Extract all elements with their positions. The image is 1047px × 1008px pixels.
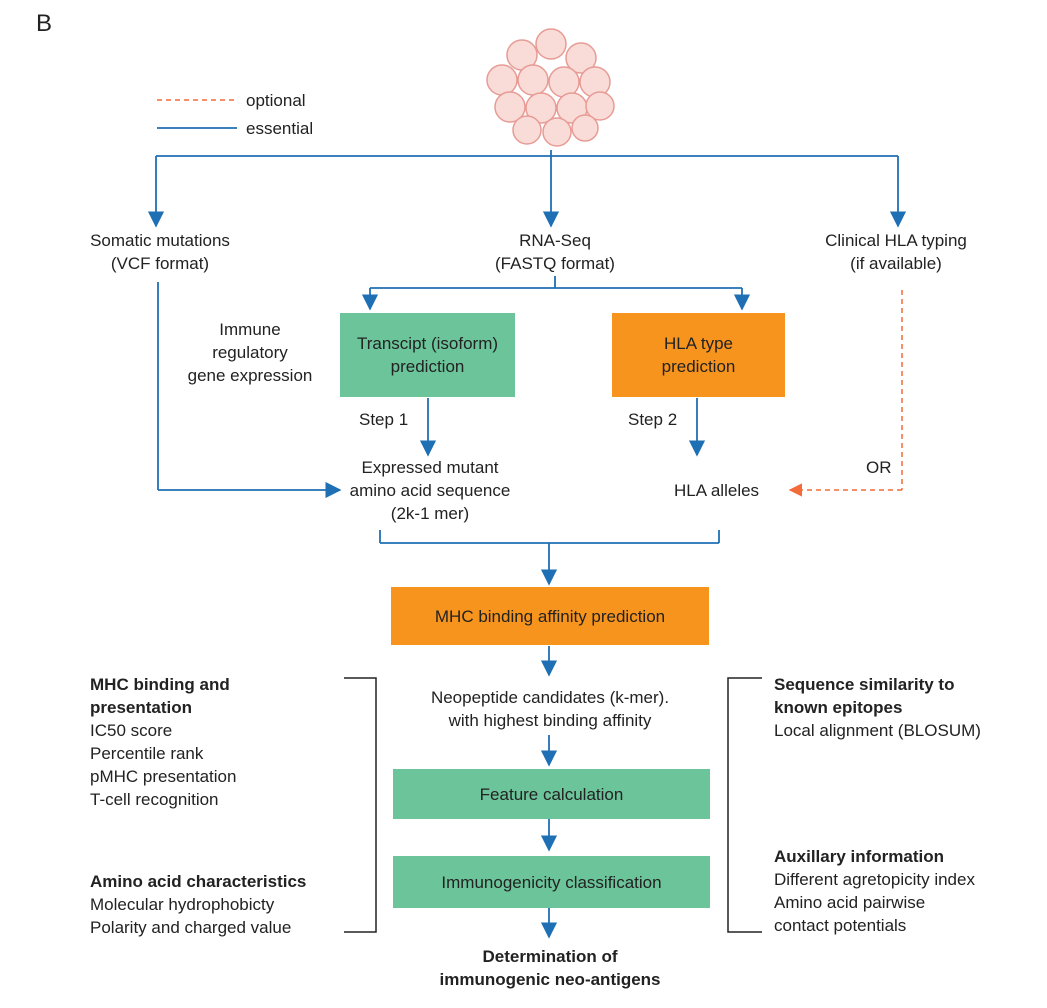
transcript-line-1: Transcipt (isoform) xyxy=(356,334,499,353)
right-item-pairwise: Amino acid pairwise xyxy=(774,893,926,912)
sequence-similarity-title-1: Sequence similarity to xyxy=(774,675,955,694)
left-feature-panel-2: Amino acid characteristics Molecular hyd… xyxy=(90,870,306,939)
expressed-mutant-label: Expressed mutant amino acid sequence (2k… xyxy=(330,456,530,525)
mhc-binding-title-2: presentation xyxy=(90,698,193,717)
final-line-1: Determination of xyxy=(482,947,618,966)
left-item-percentile: Percentile rank xyxy=(90,744,204,763)
hla-typing-line-2: (if available) xyxy=(850,254,942,273)
immune-regulatory-label: Immune regulatory gene expression xyxy=(180,318,320,387)
right-feature-panel: Sequence similarity to known epitopes Lo… xyxy=(774,673,981,742)
left-item-hydrophobicity: Molecular hydrophobicty xyxy=(90,895,275,914)
left-item-pmhc: pMHC presentation xyxy=(90,767,237,786)
hla-pred-line-2: prediction xyxy=(661,357,736,376)
left-bracket xyxy=(344,677,377,933)
right-item-local-alignment: Local alignment (BLOSUM) xyxy=(774,721,981,740)
immune-line-2: regulatory xyxy=(212,343,288,362)
clinical-hla-typing-label: Clinical HLA typing (if available) xyxy=(796,229,996,275)
left-item-ic50: IC50 score xyxy=(90,721,173,740)
left-item-tcell: T-cell recognition xyxy=(90,790,219,809)
final-line-2: immunogenic neo-antigens xyxy=(439,970,661,989)
neopeptide-line-2: with highest binding affinity xyxy=(448,711,652,730)
immune-line-1: Immune xyxy=(219,320,281,339)
transcript-line-2: prediction xyxy=(390,357,465,376)
right-bracket xyxy=(727,677,762,933)
amino-acid-title: Amino acid characteristics xyxy=(90,872,307,891)
left-item-polarity: Polarity and charged value xyxy=(90,918,292,937)
legend-essential-label: essential xyxy=(246,119,314,138)
expressed-line-2: amino acid sequence xyxy=(349,481,511,500)
rnaseq-line-2: (FASTQ format) xyxy=(495,254,615,273)
auxillary-title: Auxillary information xyxy=(774,847,945,866)
transcript-prediction-box: Transcipt (isoform) prediction xyxy=(340,313,515,397)
hla-typing-line-1: Clinical HLA typing xyxy=(825,231,967,250)
mhc-binding-box: MHC binding affinity prediction xyxy=(391,587,709,645)
right-item-contact: contact potentials xyxy=(774,916,907,935)
somatic-line-2: (VCF format) xyxy=(110,254,210,273)
right-item-agretopicity: Different agretopicity index xyxy=(774,870,975,889)
right-feature-panel-2: Auxillary information Different agretopi… xyxy=(774,845,975,937)
final-determination-label: Determination of immunogenic neo-antigen… xyxy=(390,945,710,991)
neopeptide-candidates-label: Neopeptide candidates (k-mer). with high… xyxy=(405,686,695,732)
mhc-binding-title-1: MHC binding and xyxy=(90,675,230,694)
step-2-label: Step 2 xyxy=(628,410,678,429)
rnaseq-line-1: RNA-Seq xyxy=(519,231,591,250)
step-1-label: Step 1 xyxy=(359,410,409,429)
hla-type-prediction-box: HLA type prediction xyxy=(612,313,785,397)
somatic-mutations-label: Somatic mutations (VCF format) xyxy=(60,229,260,275)
immune-line-3: gene expression xyxy=(187,366,313,385)
tumor-cells-icon xyxy=(486,28,615,147)
legend-optional-label: optional xyxy=(246,91,306,110)
somatic-line-1: Somatic mutations xyxy=(90,231,230,250)
hla-alleles-label: HLA alleles xyxy=(674,481,760,500)
panel-label: B xyxy=(36,10,53,37)
expressed-line-3: (2k-1 mer) xyxy=(390,504,470,523)
or-label: OR xyxy=(866,458,892,477)
left-feature-panel: MHC binding and presentation IC50 score … xyxy=(90,673,236,811)
expressed-line-1: Expressed mutant xyxy=(361,458,499,477)
rnaseq-label: RNA-Seq (FASTQ format) xyxy=(455,229,655,275)
feature-calculation-box: Feature calculation xyxy=(393,769,710,819)
hla-pred-line-1: HLA type xyxy=(664,334,733,353)
neopeptide-line-1: Neopeptide candidates (k-mer). xyxy=(430,688,670,707)
sequence-similarity-title-2: known epitopes xyxy=(774,698,903,717)
immunogenicity-classification-box: Immunogenicity classification xyxy=(393,856,710,908)
